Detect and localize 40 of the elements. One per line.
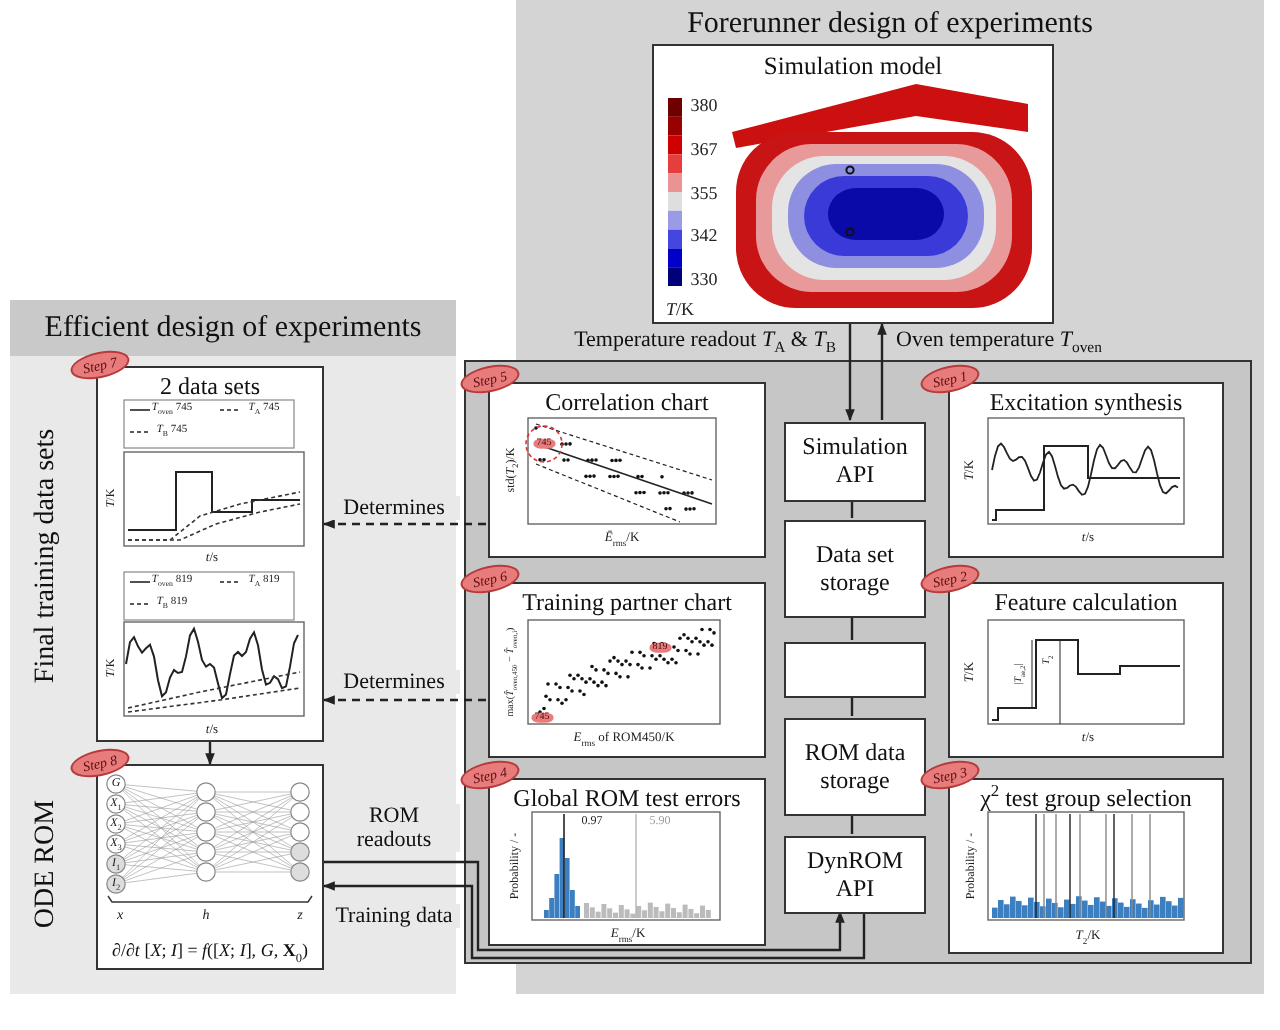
colorbar-tick-label: 367 (690, 140, 718, 160)
colorbar-tick-label: 380 (690, 96, 718, 116)
empty-box (784, 642, 926, 698)
panel-title: Forerunner design of experiments (685, 6, 1095, 42)
section-title: ODE ROM (33, 799, 63, 929)
panel-title: Efficient design of experiments (10, 300, 456, 356)
box-title: χ$^{2}$ test group selection (978, 780, 1194, 813)
box-label: ROM data storage (802, 739, 908, 795)
section-title: Final training data sets (33, 428, 63, 684)
box-title: 2 data sets (158, 370, 262, 401)
arrow (877, 322, 887, 420)
box-title: Training partner chart (520, 586, 734, 617)
box-title: Simulation model (761, 50, 945, 82)
process-box (784, 520, 926, 618)
arrow (322, 519, 486, 529)
connector-line (850, 616, 854, 640)
colorbar-tick-label: 342 (690, 226, 718, 246)
box-title: Feature calculation (992, 586, 1180, 617)
colorbar-tick-label: T/K (666, 300, 694, 320)
process-box (784, 422, 926, 502)
colorbar-tick-label: 330 (690, 270, 718, 290)
arrow (845, 324, 855, 422)
process-box (784, 836, 926, 914)
process-box (784, 718, 926, 816)
edge-label: Determines (328, 495, 460, 521)
edge-label: Oven temperature T$_{oven}$ (892, 327, 1106, 353)
edge-label: Temperature readout T$_{A}$ & T$_{B}$ (570, 327, 840, 353)
colorbar-tick-label: 355 (690, 184, 718, 204)
connector-line (850, 814, 854, 834)
box-label: Data set storage (814, 541, 896, 597)
box-label: DynROM API (804, 847, 905, 903)
box-label: Simulation API (800, 434, 910, 490)
box-title: Excitation synthesis (987, 386, 1185, 417)
arrow (324, 860, 845, 952)
arrow (205, 742, 215, 766)
equation: ∂/∂t [X; I] = f([X; I], G, X$_{0}$) (112, 940, 308, 968)
arrow (322, 695, 486, 705)
connector-line (850, 696, 854, 716)
box-title: Correlation chart (543, 386, 711, 417)
arrow (322, 881, 866, 960)
